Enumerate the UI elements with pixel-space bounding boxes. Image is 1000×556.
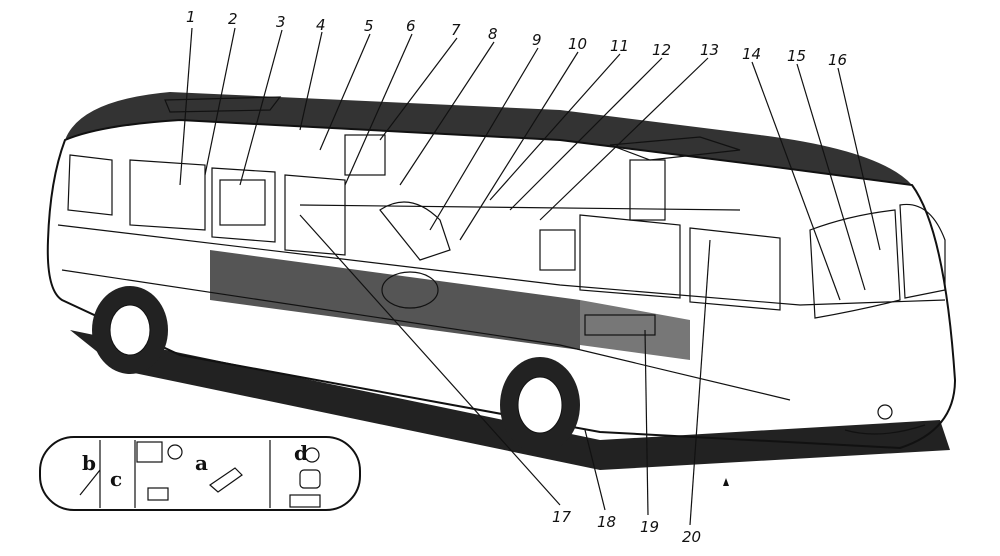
- callout-8: 8: [488, 25, 498, 43]
- callout-2: 2: [228, 10, 238, 28]
- callout-17: 17: [552, 508, 572, 526]
- roof: [65, 92, 912, 185]
- belt-line: [57, 224, 946, 306]
- callout-14: 14: [742, 45, 761, 63]
- callout-15: 15: [787, 47, 806, 65]
- zone-d-label: d: [294, 441, 308, 465]
- headlight: [877, 404, 893, 420]
- leader-lines: [179, 27, 881, 526]
- callout-13: 13: [700, 41, 719, 59]
- callout-11: 11: [610, 37, 629, 55]
- callout-18: 18: [597, 513, 616, 531]
- direction-marker: [723, 478, 729, 486]
- callout-10: 10: [568, 35, 587, 53]
- bumper: [844, 424, 926, 435]
- callout-9: 9: [532, 31, 542, 49]
- ground-shadow: [70, 330, 950, 470]
- interior-floor: [210, 250, 580, 350]
- callout-20: 20: [682, 528, 701, 546]
- roof-hatch-front: [609, 136, 741, 161]
- roof-hatch-rear: [164, 96, 282, 113]
- callout-6: 6: [406, 17, 416, 35]
- windows: [67, 154, 946, 319]
- interior-equipment: [219, 134, 741, 336]
- callout-3: 3: [276, 13, 286, 31]
- rear-wheel: [92, 286, 168, 374]
- floor-plan-inset: b c a d: [39, 436, 361, 511]
- interior-floor-rear: [580, 300, 690, 360]
- callout-4: 4: [316, 16, 326, 34]
- zone-b-label: b: [82, 451, 96, 475]
- zone-c-label: c: [110, 467, 122, 491]
- callout-5: 5: [364, 17, 374, 35]
- callout-12: 12: [652, 41, 671, 59]
- lower-trim: [61, 269, 791, 401]
- front-wheel: [500, 357, 580, 453]
- callout-7: 7: [451, 21, 461, 39]
- zone-a-label: a: [195, 451, 208, 475]
- callout-19: 19: [640, 518, 659, 536]
- callout-16: 16: [828, 51, 847, 69]
- bus-body: [46, 118, 957, 450]
- callout-1: 1: [186, 8, 196, 26]
